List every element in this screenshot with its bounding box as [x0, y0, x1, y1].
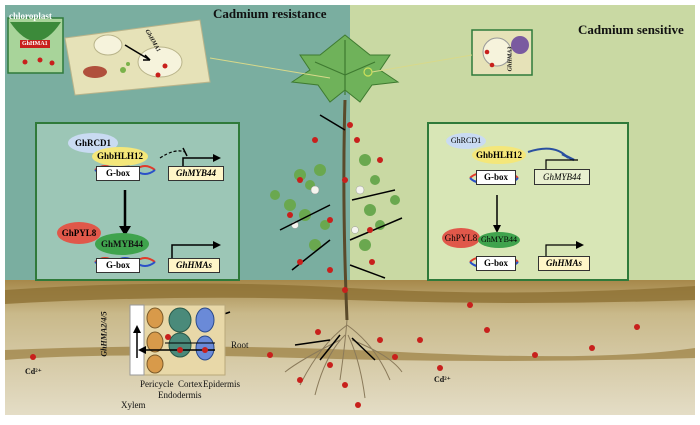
chloroplast-label: chloroplast: [9, 11, 52, 21]
right-ghpyl8: GhPYL8: [442, 228, 480, 248]
cd-ion-dot: [267, 352, 273, 358]
cd-ion-dot: [315, 329, 321, 335]
root-label: Root: [231, 340, 249, 350]
root-cross-section: [129, 304, 226, 376]
left-ghmyb44: GhMYB44: [95, 233, 149, 255]
cd-ion-dot: [532, 352, 538, 358]
root-gene-label: GhHMA2/4/5: [99, 311, 109, 357]
cd-ion-dot: [355, 402, 361, 408]
right-ghbhlh12: GhbHLH12: [472, 146, 526, 164]
left-activation-arrow-bottom: [171, 244, 215, 258]
xylem-label: Xylem: [121, 400, 146, 410]
cd-ion-dot: [177, 347, 183, 353]
header-cadmium-resistance: Cadmium resistance: [213, 6, 327, 21]
cd-ion-dot: [354, 137, 360, 143]
right-ghrcd1: GhRCD1: [446, 133, 486, 149]
cd-ion-dot: [437, 365, 443, 371]
cd-ion-dot: [342, 382, 348, 388]
cd-ion-dot: [202, 347, 208, 353]
cd-label-left: Cd²⁺: [25, 367, 42, 376]
right-activation-arrow-bottom: [545, 244, 578, 258]
cd-ion-dot: [297, 377, 303, 383]
cd-ion-dot: [467, 302, 473, 308]
cd-ion-dot: [312, 137, 318, 143]
cd-ion-dot: [342, 287, 348, 293]
cd-ion-dot: [484, 327, 490, 333]
left-regulation-panel: [35, 122, 240, 281]
cd-ion-dot: [297, 177, 303, 183]
cd-ion-dot: [417, 337, 423, 343]
cd-ion-dot: [377, 337, 383, 343]
cd-ion-dot: [297, 259, 303, 265]
chloroplast-shape: [10, 22, 61, 41]
cd-ion-dot: [287, 212, 293, 218]
left-target-ghmyb44: GhMYB44: [168, 166, 224, 181]
left-target-ghhmas: GhHMAs: [168, 258, 220, 273]
cd-ion-dot: [165, 334, 171, 340]
right-regulation-panel: [427, 122, 629, 281]
right-target-ghhmas: GhHMAs: [538, 256, 590, 271]
ghhma1-label: GhHMA1: [20, 40, 50, 48]
right-gbox-bottom: G-box: [476, 256, 516, 271]
plant-leaves: [270, 154, 400, 251]
cd-ion-dot: [347, 122, 353, 128]
left-gbox-top: G-box: [96, 166, 140, 181]
left-ghpyl8: GhPYL8: [57, 222, 101, 244]
ghhma3-gene-label: GhHMA3: [507, 46, 514, 72]
right-ghmyb44: GhMYB44: [478, 232, 520, 248]
left-gbox-bottom: G-box: [96, 258, 140, 273]
cd-ion-dot: [327, 362, 333, 368]
cd-ion-dot: [342, 177, 348, 183]
endodermis-label: Endodermis: [158, 390, 202, 400]
cd-label-right: Cd²⁺: [434, 375, 451, 384]
right-gbox-top: G-box: [476, 170, 516, 185]
right-target-ghmyb44: GhMYB44: [534, 169, 590, 185]
header-cadmium-sensitive: Cadmium sensitive: [578, 22, 684, 37]
cd-ion-dot: [589, 345, 595, 351]
cd-ion-dot: [367, 227, 373, 233]
cd-ion-dot: [327, 267, 333, 273]
cd-ion-dot: [634, 324, 640, 330]
epidermis-label: Epidermis: [203, 379, 240, 389]
cd-ion-dot: [392, 354, 398, 360]
cd-ion-dot: [377, 157, 383, 163]
cortex-label: Cortex: [178, 379, 203, 389]
pericycle-label: Pericycle: [140, 379, 174, 389]
cd-ion-dot: [327, 217, 333, 223]
soil-band: [5, 283, 695, 304]
transport-arrows: [199, 114, 403, 361]
left-ghbhlh12: GhbHLH12: [92, 147, 148, 166]
cd-ion-dot: [30, 354, 36, 360]
cd-ion-dot: [369, 259, 375, 265]
